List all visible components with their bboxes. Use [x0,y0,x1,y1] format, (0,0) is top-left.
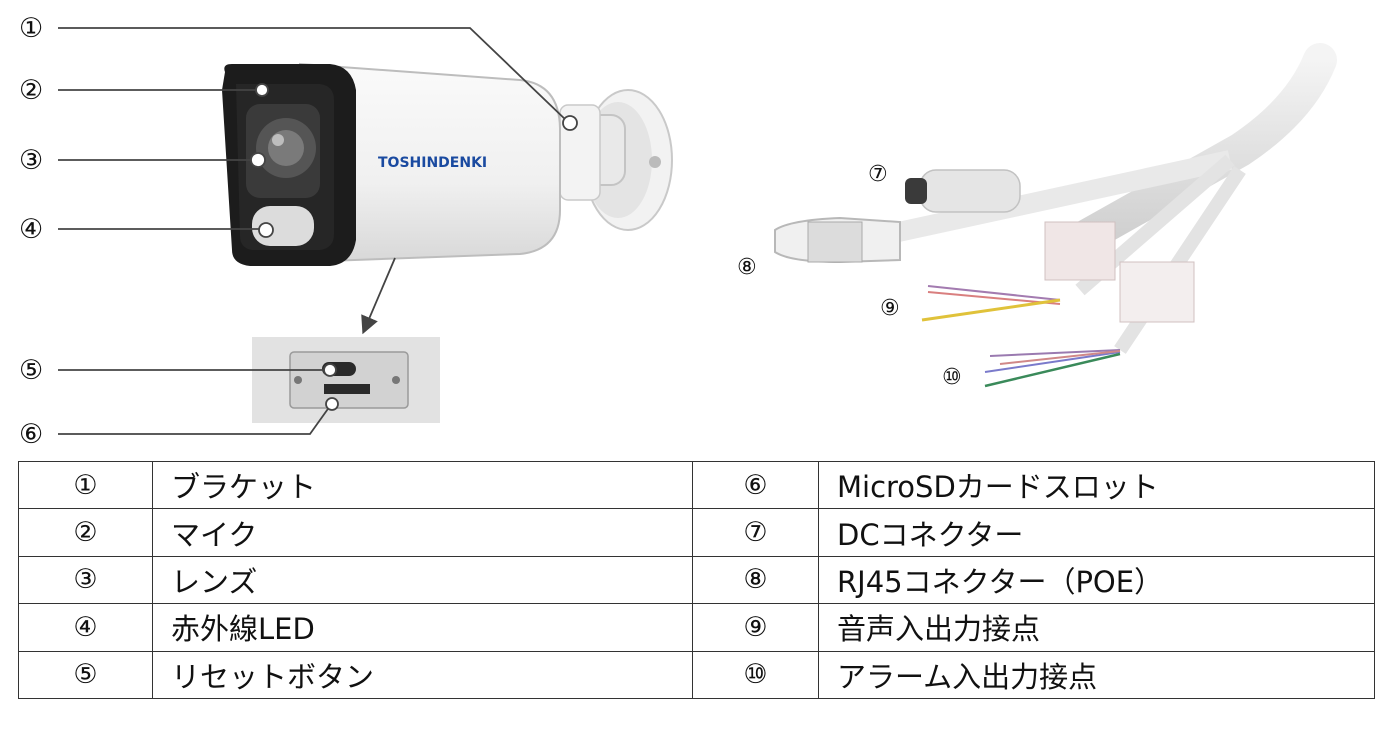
table-row: ③ レンズ ⑧ RJ45コネクター（POE） [18,555,1375,605]
callout-5: ⑤ [19,355,44,386]
table-row: ④ 赤外線LED ⑨ 音声入出力接点 [18,603,1375,652]
part-number: ⑥ [692,460,819,510]
cable-bundle [774,43,1337,388]
camera-diagram: TOSHINDENKI [19,13,1337,450]
brand-label: TOSHINDENKI [378,155,487,171]
table-row: ② マイク ⑦ DCコネクター [18,508,1375,557]
leader-line-closeup-arrow [361,257,396,335]
callout-4: ④ [19,214,44,245]
leader-line-sd [58,405,331,435]
diagram-canvas: TOSHINDENKI [58,27,1337,435]
callout-10: ⑩ [942,365,962,390]
part-number: ⑨ [692,603,819,652]
part-number: ⑦ [692,508,819,557]
part-name: マイク [152,508,693,557]
camera-bracket [544,89,673,231]
part-name: RJ45コネクター（POE） [818,555,1375,605]
part-number: ① [18,460,153,510]
part-name: リセットボタン [152,650,693,700]
leader-line-bracket [58,27,569,123]
callout-9: ⑨ [880,296,900,321]
part-name: 音声入出力接点 [818,603,1375,652]
part-name: レンズ [152,555,693,605]
part-number: ⑤ [18,650,153,700]
table-row: ① ブラケット ⑥ MicroSDカードスロット [18,460,1375,510]
callout-8: ⑧ [737,255,757,280]
part-name: DCコネクター [818,508,1375,557]
part-name: アラーム入出力接点 [818,650,1375,700]
part-number: ⑧ [692,555,819,605]
part-name: MicroSDカードスロット [818,460,1375,510]
leader-lines [58,27,578,435]
part-number: ③ [18,555,153,605]
callout-1: ① [19,13,44,44]
part-number: ④ [18,603,153,652]
callout-7: ⑦ [868,162,888,187]
callout-3: ③ [19,145,44,176]
part-number: ② [18,508,153,557]
callout-2: ② [19,75,44,106]
table-row: ⑤ リセットボタン ⑩ アラーム入出力接点 [18,650,1375,700]
parts-table: ① ブラケット ⑥ MicroSDカードスロット ② マイク ⑦ DCコネクター… [18,460,1375,700]
part-number: ⑩ [692,650,819,700]
part-name: 赤外線LED [152,603,693,652]
part-name: ブラケット [152,460,693,510]
callout-6: ⑥ [19,419,44,450]
sd-slot-closeup [252,337,440,423]
